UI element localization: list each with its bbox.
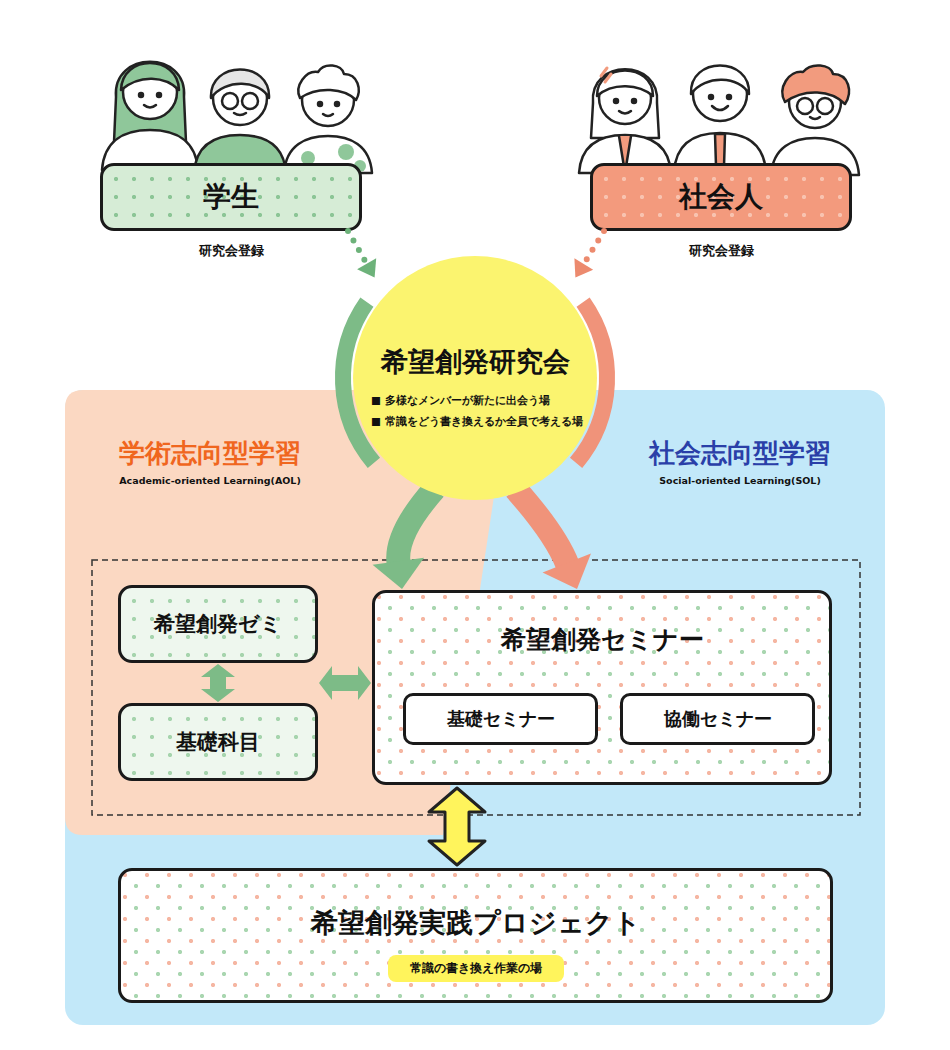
illustration-stroke (810, 117, 820, 119)
arrow-head (373, 558, 425, 589)
illustration-stroke (318, 102, 322, 106)
process-box: 希望創発ゼミ (118, 585, 318, 663)
group-box: 社会人研究会登録 (590, 163, 852, 231)
illustration-stroke (691, 66, 749, 95)
illustration-stroke (601, 68, 611, 82)
illustration-stroke (591, 69, 659, 138)
worker-figure (771, 65, 859, 175)
illustration-stroke (121, 63, 179, 90)
arrow-head (357, 258, 376, 277)
block-arrow (319, 666, 371, 700)
box-label: 基礎セミナー (447, 696, 555, 742)
connector-arrow (348, 231, 376, 278)
block-arrow (429, 788, 485, 865)
illustration-stroke (712, 106, 728, 110)
illustration-stroke (632, 99, 636, 103)
illustration-stroke (715, 134, 725, 166)
illustration-stroke (211, 70, 269, 99)
circle-shape (333, 236, 617, 520)
connector-arrow (574, 231, 604, 278)
illustration-stroke (614, 99, 618, 103)
worker-figure (674, 66, 766, 173)
curved-shaft (398, 489, 434, 563)
box-title: 希望創発セミナー (501, 623, 704, 656)
illustration-stroke (157, 93, 161, 97)
student-figure (102, 62, 198, 170)
connector-arrow (515, 489, 591, 589)
illustration-stroke (338, 144, 354, 160)
group-box: 学生研究会登録 (100, 163, 362, 231)
circle-fill (353, 256, 597, 500)
curved-shaft (515, 489, 567, 565)
dashed-group-frame (92, 560, 860, 815)
block-arrow (201, 664, 235, 702)
box-label: 希望創発ゼミ (154, 588, 282, 660)
hub-bullet: ■ 多様なメンバーが新たに出会う場 (371, 394, 550, 408)
connector-arrow (319, 666, 371, 700)
illustration-stroke (102, 62, 859, 175)
note-pill: 常識の書き換え作業の場 (388, 955, 564, 982)
student-figure (194, 70, 286, 174)
illustration-stroke (242, 93, 258, 109)
student-figure (284, 65, 372, 173)
illustration-stroke (335, 102, 339, 106)
box-title: 希望創発実践プロジェクト (311, 905, 641, 941)
illustration-stroke (139, 93, 143, 97)
illustration-stroke (782, 65, 849, 104)
group-title: 学生 (203, 166, 259, 228)
hub-title: 希望創発研究会 (381, 344, 570, 380)
process-box: 基礎科目 (118, 703, 318, 781)
arrow-head (574, 258, 593, 277)
connector-arrow (429, 788, 485, 865)
region-subtitle: Social-oriented Learning(SOL) (605, 475, 875, 486)
connector-arrow (373, 489, 435, 589)
sub-box: 基礎セミナー (403, 693, 598, 745)
hub-circle: 希望創発研究会 ■ 多様なメンバーが新たに出会う場 ■ 常識をどう書き換えるか全員で… (353, 256, 597, 500)
region-subtitle: Academic-oriented Learning(AOL) (70, 475, 350, 486)
region-title: 社会志向型学習 (605, 436, 875, 471)
illustration-stroke (222, 93, 238, 109)
illustration-stroke (727, 95, 731, 99)
register-note: 研究会登録 (689, 242, 754, 260)
illustration-stroke (619, 111, 631, 114)
illustration-stroke (144, 105, 156, 108)
box-label: 協働セミナー (664, 696, 772, 742)
hub-bullet: ■ 常識をどう書き換えるか全員で考える場 (371, 415, 583, 429)
sub-box: 協働セミナー (620, 693, 815, 745)
dotted-line (348, 231, 367, 264)
illustration-stroke (797, 98, 813, 114)
illustration-stroke (323, 114, 333, 116)
illustration-stroke (298, 65, 358, 100)
register-note: 研究会登録 (199, 242, 264, 260)
worker-figure (579, 68, 671, 173)
project-box: 希望創発実践プロジェクト常識の書き換え作業の場 (118, 868, 833, 1003)
dotted-line (584, 231, 604, 264)
region-title: 学術志向型学習 (70, 436, 350, 471)
illustration-stroke (234, 113, 246, 115)
illustration-stroke (817, 98, 833, 114)
illustration-stroke (709, 95, 713, 99)
group-title: 社会人 (679, 166, 763, 228)
box-label: 基礎科目 (176, 706, 260, 778)
arrow-head (543, 553, 591, 589)
connector-arrow (201, 664, 235, 702)
seminar-box: 希望創発セミナー基礎セミナー 協働セミナー (372, 590, 832, 785)
